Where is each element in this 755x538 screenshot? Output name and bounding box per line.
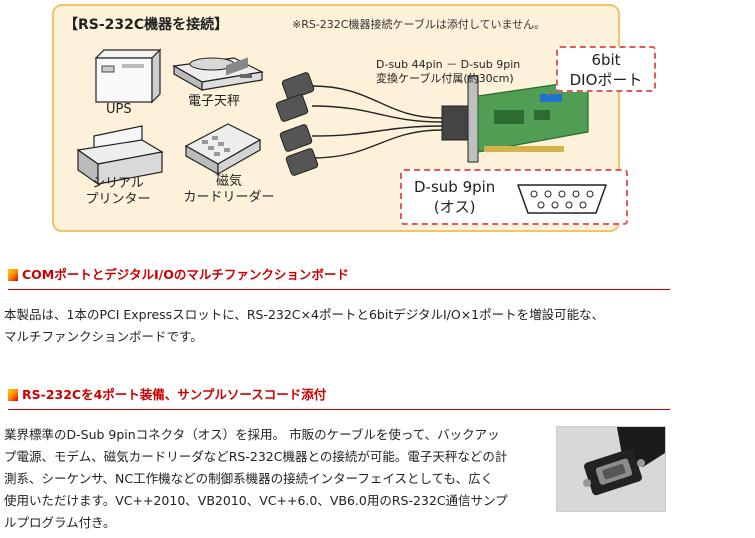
cable-label-line2: 変換ケーブル付属(約30cm) xyxy=(376,72,514,85)
section-body-rs232c: 業界標準のD-Sub 9pinコネクタ（オス）を採用。 市販のケーブルを使って、… xyxy=(4,424,554,534)
body-line: ルプログラム付き。 xyxy=(4,515,116,530)
dsub-label-line2: (オス) xyxy=(433,198,476,216)
db9-connector-icon xyxy=(517,184,607,214)
body-line: 本製品は、1本のPCI Expressスロットに、RS-232C×4ポートと6b… xyxy=(4,307,605,322)
body-line: プ電源、モデム、磁気カードリーダなどRS-232C機器との接続が可能。電子天秤な… xyxy=(4,449,508,464)
card-reader-label: 磁気 カードリーダー xyxy=(174,174,284,206)
db9-plugs-icon xyxy=(275,72,319,176)
printer-icon xyxy=(76,125,164,186)
scale-label: 電子天秤 xyxy=(188,94,241,109)
dsub-label-line1: D-sub 9pin xyxy=(414,178,496,196)
section-heading-multifunction: COMポートとデジタルI/Oのマルチファンクションボード xyxy=(8,264,670,290)
body-line: 業界標準のD-Sub 9pinコネクタ（オス）を採用。 市販のケーブルを使って、… xyxy=(4,427,500,442)
section-heading-text: COMポートとデジタルI/Oのマルチファンクションボード xyxy=(22,267,349,282)
ups-icon xyxy=(94,48,162,104)
section-heading-text: RS-232Cを4ポート装備、サンプルソースコード添付 xyxy=(22,387,327,402)
card-reader-label-line1: 磁気 xyxy=(215,174,242,189)
card-reader-icon xyxy=(184,57,262,176)
cable-label: D-sub 44pin － D-sub 9pin 変換ケーブル付属(約30cm) xyxy=(376,58,520,86)
dio-label-line2: DIOポート xyxy=(569,71,643,89)
pcie-board-icon xyxy=(441,75,589,163)
section-body-multifunction: 本製品は、1本のPCI Expressスロットに、RS-232C×4ポートと6b… xyxy=(4,304,604,348)
heading-bullet-icon xyxy=(8,389,18,401)
heading-bullet-icon xyxy=(8,269,18,281)
dio-label-line1: 6bit xyxy=(591,51,621,69)
printer-label: シリアル プリンター xyxy=(78,176,158,208)
dio-port-callout: 6bit DIOポート xyxy=(556,46,656,92)
diagram-title: 【RS-232C機器を接続】 xyxy=(64,17,229,33)
dsub-label: D-sub 9pin (オス) xyxy=(414,177,495,217)
body-line: 使用いただけます。VC++2010、VB2010、VC++6.0、VB6.0用の… xyxy=(4,493,508,508)
cable-label-line1: D-sub 44pin － D-sub 9pin xyxy=(376,58,521,71)
body-line: 測系、シーケンサ、NC工作機などの制御系機器の接続インターフェイスとしても、広く xyxy=(4,471,494,486)
ups-label: UPS xyxy=(106,102,132,117)
card-reader-label-line2: カードリーダー xyxy=(183,190,275,205)
printer-label-line2: プリンター xyxy=(85,192,151,207)
db9-cable-photo xyxy=(556,426,666,512)
body-line: マルチファンクションボードです。 xyxy=(4,329,203,344)
scale-icon xyxy=(172,57,264,92)
db9-connector-photo-icon xyxy=(557,427,665,511)
breakout-cable-icon xyxy=(311,85,443,159)
dsub-callout: D-sub 9pin (オス) xyxy=(400,169,628,225)
printer-label-line1: シリアル xyxy=(92,176,144,191)
diagram-artwork xyxy=(76,48,589,186)
section-heading-rs232c: RS-232Cを4ポート装備、サンプルソースコード添付 xyxy=(8,384,670,410)
diagram-note: ※RS-232C機器接続ケーブルは添付していません。 xyxy=(292,18,546,31)
connection-diagram: 【RS-232C機器を接続】 ※RS-232C機器接続ケーブルは添付していません… xyxy=(52,4,656,232)
